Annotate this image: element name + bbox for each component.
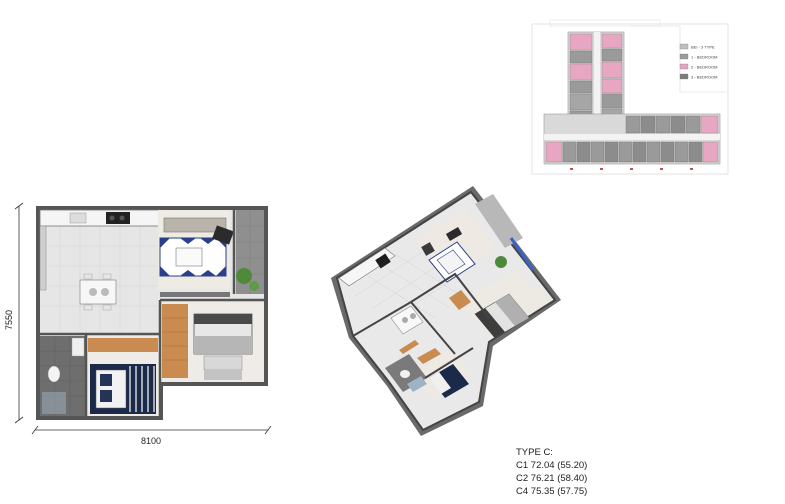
sink <box>69 212 87 224</box>
wardrobe-2 <box>162 304 188 378</box>
type-info: TYPE C: C1 72.04 (55.20) C2 76.21 (58.40… <box>516 446 587 498</box>
type-title: TYPE C: <box>516 447 553 458</box>
floor-plan-3d <box>331 186 561 436</box>
cooktop <box>106 212 130 224</box>
sofa <box>163 217 227 233</box>
rug-pattern <box>160 238 226 276</box>
width-dimension-line <box>31 425 272 435</box>
dining-table <box>79 279 117 305</box>
floor-plan-2d: 7550 8100 <box>4 202 272 446</box>
coffee-table <box>175 247 203 267</box>
toilet <box>47 365 61 383</box>
balcony-3d <box>475 194 523 248</box>
kitchen-counter <box>39 209 161 227</box>
key-plan-markers <box>570 168 693 170</box>
tv-console <box>160 292 230 297</box>
horizontal-wing <box>543 113 721 165</box>
key-plan-legend: BEI - 3 TYPE 1 - BEDROOM 2 - BEDROOM 3 -… <box>679 43 717 80</box>
key-plan: BEI - 3 TYPE 1 - BEDROOM 2 - BEDROOM 3 -… <box>531 19 729 175</box>
legend-item-2: 2 - BEDROOM <box>691 65 717 70</box>
legend-item-0: BEI - 3 TYPE <box>691 45 715 50</box>
tile-grid <box>40 226 158 331</box>
shower <box>42 392 66 414</box>
wardrobe-1 <box>88 338 158 352</box>
height-dimension-line <box>14 202 24 424</box>
height-dimension: 7550 <box>4 310 14 330</box>
plant <box>236 268 252 284</box>
interior-walls <box>38 208 266 418</box>
legend-item-3: 3 - BEDROOM <box>691 75 717 80</box>
unit-c2: C2 76.21 (58.40) <box>516 473 588 484</box>
width-dimension: 8100 <box>141 436 161 446</box>
legend-item-1: 1 - BEDROOM <box>691 55 717 60</box>
unit-c4: C4 75.35 (57.75) <box>516 486 588 497</box>
unit-c1: C1 72.04 (55.20) <box>516 460 588 471</box>
